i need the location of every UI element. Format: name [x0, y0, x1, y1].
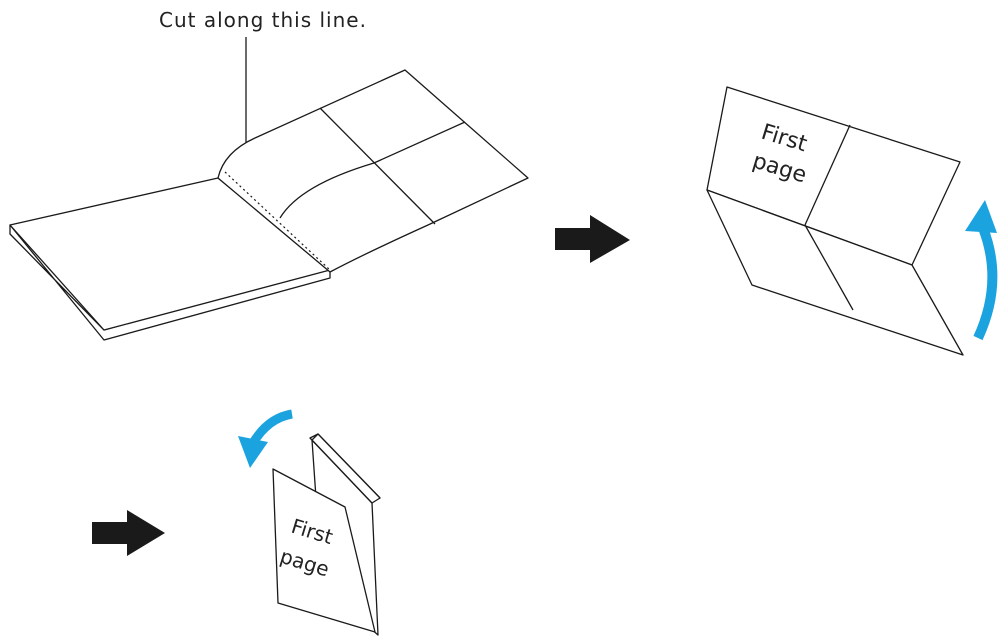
fold-over-curved-arrow-icon [238, 409, 293, 468]
folded-sheet-illustration [706, 86, 964, 356]
step-arrow-icon-2 [92, 510, 165, 556]
booklet-illustration [272, 433, 381, 636]
cut-line-caption: Cut along this line. [159, 8, 367, 32]
fold-up-curved-arrow-icon [965, 200, 998, 341]
open-sheet-illustration [9, 69, 529, 341]
step-arrow-icon-1 [555, 215, 630, 263]
